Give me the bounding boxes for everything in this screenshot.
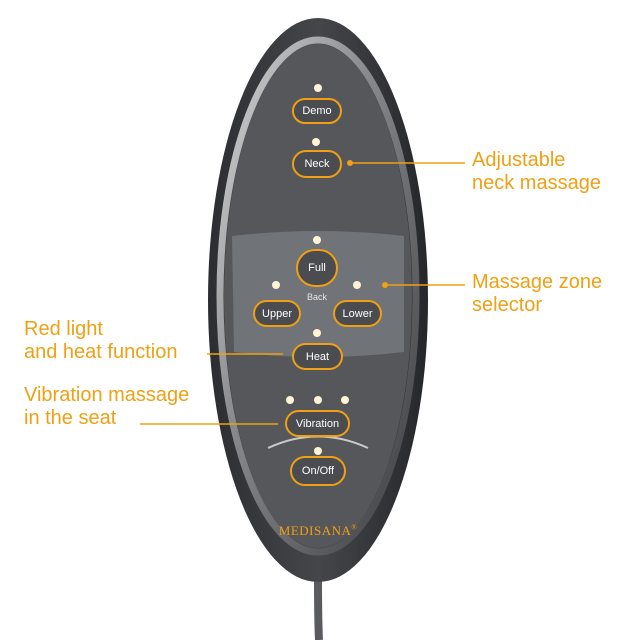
led-vibration-3 — [341, 396, 349, 404]
heat-function-callout: Red light and heat function — [24, 318, 177, 364]
zone-selector-callout: Massage zone selector — [472, 271, 602, 317]
upper-button[interactable]: Upper — [253, 300, 301, 327]
callout-line-2: neck massage — [472, 172, 601, 194]
callout-line-1: Adjustable — [472, 149, 566, 171]
callout-line-1: Massage zone — [472, 271, 603, 293]
neck-button[interactable]: Neck — [292, 150, 342, 178]
vibration-callout: Vibration massage in the seat — [24, 384, 189, 430]
callout-lines — [140, 162, 465, 425]
led-lower — [353, 281, 361, 289]
lower-button[interactable]: Lower — [333, 300, 382, 327]
vibration-button[interactable]: Vibration — [285, 410, 350, 437]
led-demo — [314, 84, 322, 92]
zone-leader-dot — [382, 282, 388, 288]
remote-cable — [314, 574, 323, 640]
callout-line-2: and heat function — [24, 341, 178, 363]
brand-name: MEDISANA — [278, 523, 352, 538]
callout-line-1: Red light — [24, 318, 103, 340]
led-onoff — [314, 447, 322, 455]
led-full — [313, 236, 321, 244]
led-upper — [272, 281, 280, 289]
heat-button[interactable]: Heat — [292, 343, 343, 370]
neck-leader-dot — [347, 160, 353, 166]
back-zone-label: Back — [306, 292, 327, 302]
brand-logo: MEDISANA® — [276, 523, 360, 539]
led-neck — [312, 138, 320, 146]
neck-massage-callout: Adjustable neck massage — [472, 149, 601, 195]
full-button[interactable]: Full — [296, 249, 338, 287]
led-vibration-1 — [286, 396, 294, 404]
registered-mark: ® — [351, 523, 358, 532]
callout-line-2: in the seat — [24, 407, 117, 429]
led-vibration-2 — [314, 396, 322, 404]
callout-line-1: Vibration massage — [24, 384, 190, 406]
led-indicators — [272, 84, 361, 455]
led-heat — [313, 329, 321, 337]
callout-line-2: selector — [472, 294, 543, 316]
demo-button[interactable]: Demo — [292, 98, 342, 124]
power-button[interactable]: On/Off — [290, 456, 346, 486]
remote-rim — [216, 36, 420, 556]
